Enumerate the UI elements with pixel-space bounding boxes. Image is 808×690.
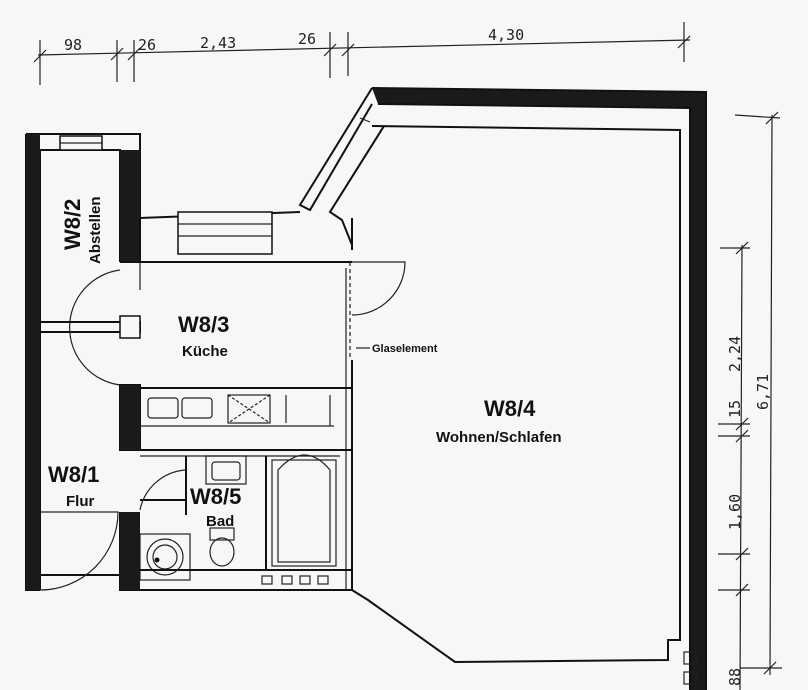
room-w85-name: Bad (206, 513, 234, 530)
room-w85-id: W8/5 (190, 484, 241, 509)
dim-1-60: 1,60 (726, 494, 744, 530)
dim-88: 88 (726, 668, 744, 686)
dim-98: 98 (64, 36, 82, 54)
room-w82-name: Abstellen (87, 196, 104, 264)
dim-15: 15 (726, 400, 744, 418)
walls (25, 87, 707, 690)
dim-4-30: 4,30 (488, 26, 524, 44)
room-w81-id: W8/1 (48, 462, 99, 487)
dim-26-left: 26 (138, 36, 156, 54)
dim-26-right: 26 (298, 30, 316, 48)
dim-2-24: 2,24 (726, 336, 744, 372)
dim-6-71: 6,71 (754, 374, 772, 410)
top-dimension-chain: 98 26 2,43 26 4,30 (33, 22, 691, 85)
dim-2-43: 2,43 (200, 34, 236, 52)
room-w84-name: Wohnen/Schlafen (436, 429, 562, 446)
room-labels: W8/2 Abstellen W8/3 Küche W8/4 Wohnen/Sc… (48, 196, 562, 530)
room-w83-id: W8/3 (178, 312, 229, 337)
room-w84-id: W8/4 (484, 396, 536, 421)
room-w82-id: W8/2 (60, 199, 85, 250)
right-dimension-chain: 2,24 15 6,71 1,60 88 (718, 111, 782, 690)
glass-element-label: Glaselement (372, 343, 438, 355)
room-w83-name: Küche (182, 343, 228, 360)
room-w81-name: Flur (66, 493, 94, 510)
